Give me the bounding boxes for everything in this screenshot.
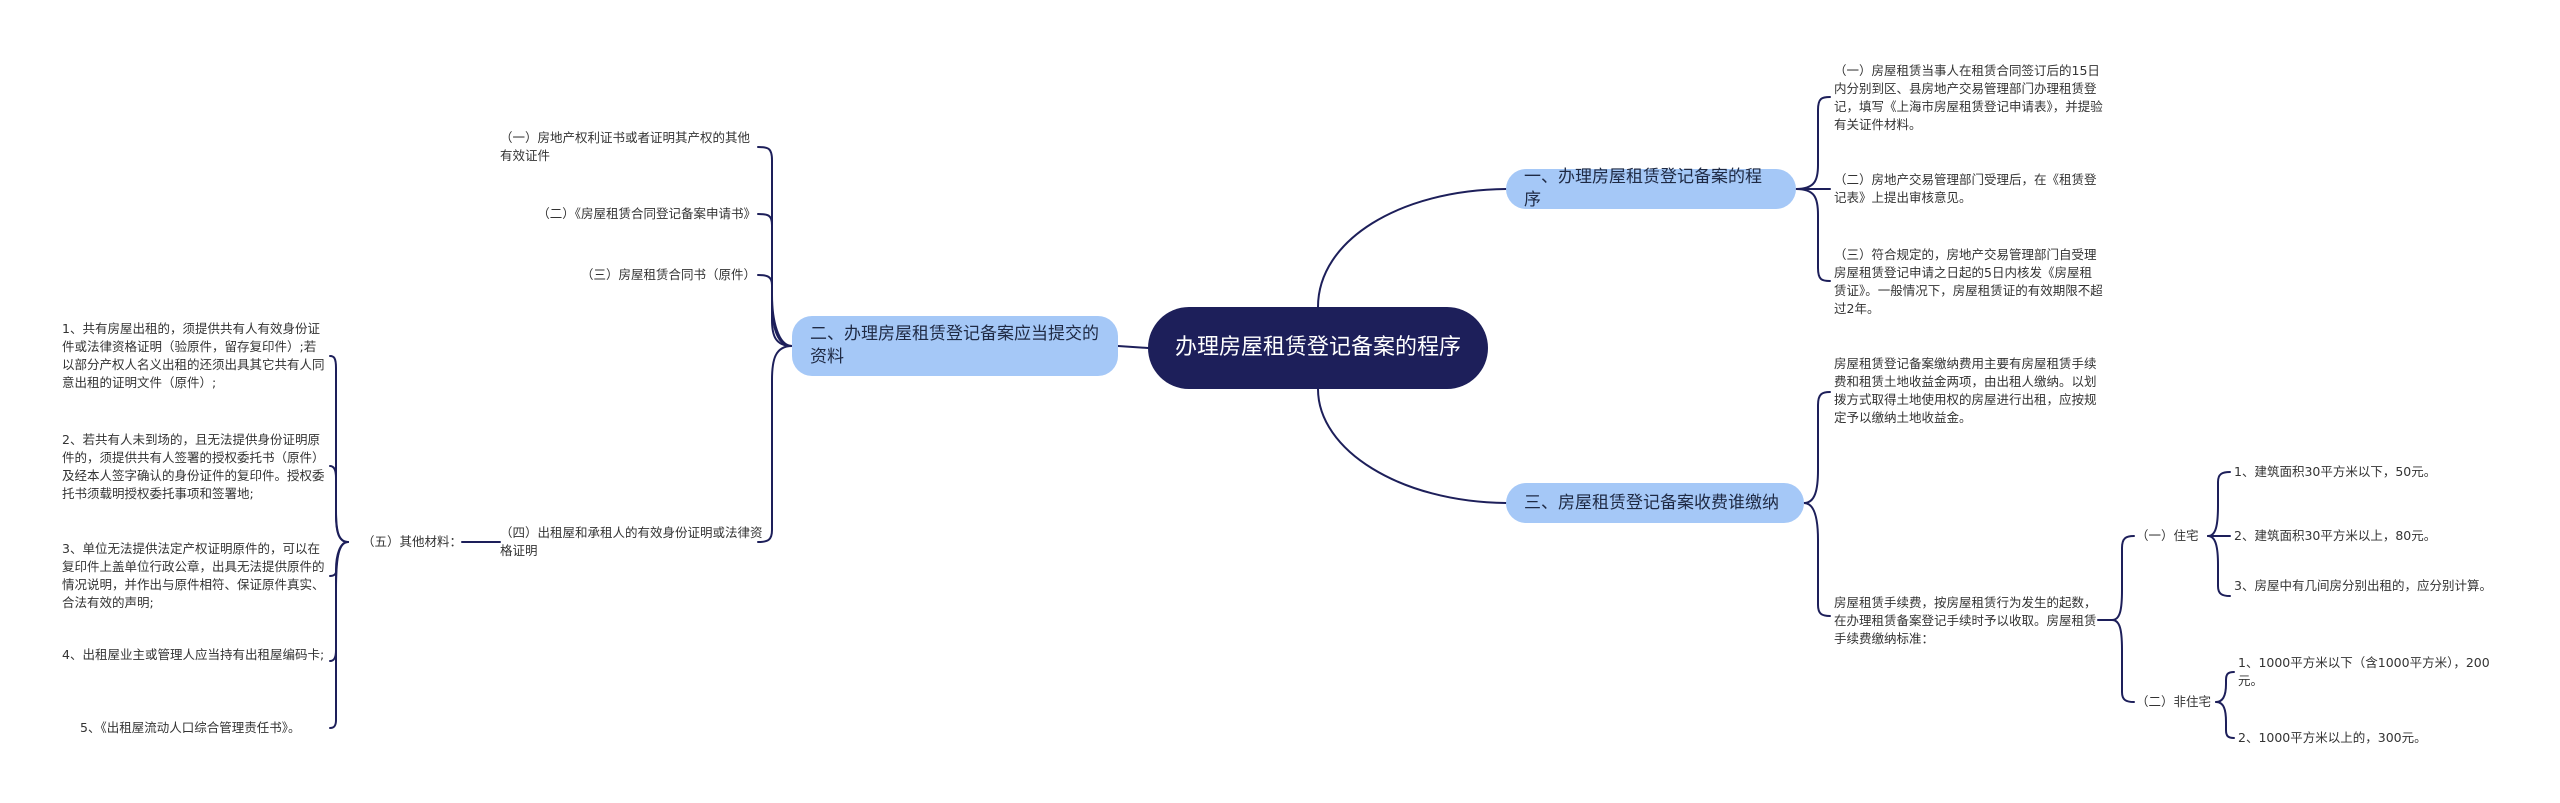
material-item-2: （二）《房屋租赁合同登记备案申请书》 bbox=[537, 206, 756, 221]
material-other-label: （五）其他材料： bbox=[362, 534, 463, 549]
other-item-2: 2、若共有人未到场的，且无法提供身份证明原件的，须提供共有人签署的授权委托书（原… bbox=[62, 432, 325, 501]
other-item-4: 4、出租屋业主或管理人应当持有出租屋编码卡; bbox=[62, 647, 325, 662]
other-item-5: 5、《出租屋流动人口综合管理责任书》。 bbox=[80, 720, 301, 735]
residential-item-2: 2、建筑面积30平方米以上，80元。 bbox=[2234, 528, 2437, 543]
other-item-3: 3、单位无法提供法定产权证明原件的，可以在复印件上盖单位行政公章，出具无法提供原… bbox=[62, 541, 325, 610]
fees-intro: 房屋租赁登记备案缴纳费用主要有房屋租赁手续费和租赁土地收益金两项，由出租人缴纳。… bbox=[1834, 356, 2097, 425]
material-item-3: （三）房屋租赁合同书（原件） bbox=[580, 267, 756, 282]
nonresidential-item-2: 2、1000平方米以上的，300元。 bbox=[2238, 730, 2427, 745]
procedure-item-1: （一）房屋租赁当事人在租赁合同签订后的15日内分别到区、县房地产交易管理部门办理… bbox=[1834, 63, 2103, 132]
nonresidential-label: （二）非住宅 bbox=[2136, 694, 2212, 709]
branch-materials[interactable]: 二、办理房屋租赁登记备案应当提交的资料 bbox=[792, 316, 1118, 376]
residential-item-3: 3、房屋中有几间房分别出租的，应分别计算。 bbox=[2234, 578, 2492, 593]
branch-procedure[interactable]: 一、办理房屋租赁登记备案的程序 bbox=[1506, 167, 1796, 210]
nonresidential-item-1: 1、1000平方米以下（含1000平方米），200元。 bbox=[2238, 655, 2490, 688]
branch-fees-label: 三、房屋租赁登记备案收费谁缴纳 bbox=[1524, 492, 1779, 513]
material-item-1: （一）房地产权利证书或者证明其产权的其他有效证件 bbox=[500, 130, 751, 163]
fees-handling: 房屋租赁手续费，按房屋租赁行为发生的起数，在办理租赁备案登记手续时予以收取。房屋… bbox=[1834, 595, 2097, 646]
branch-fees[interactable]: 三、房屋租赁登记备案收费谁缴纳 bbox=[1506, 483, 1804, 523]
procedure-item-2: （二）房地产交易管理部门受理后，在《租赁登记表》上提出审核意见。 bbox=[1834, 172, 2097, 205]
branch-materials-label: 二、办理房屋租赁登记备案应当提交的资料 bbox=[810, 324, 1099, 367]
root-title: 办理房屋租赁登记备案的程序 bbox=[1174, 335, 1461, 360]
root-node[interactable]: 办理房屋租赁登记备案的程序 bbox=[1148, 307, 1488, 389]
residential-item-1: 1、建筑面积30平方米以下，50元。 bbox=[2234, 464, 2437, 479]
other-item-1: 1、共有房屋出租的，须提供共有人有效身份证件或法律资格证明（验原件，留存复印件）… bbox=[62, 321, 325, 390]
procedure-item-3: （三）符合规定的，房地产交易管理部门自受理房屋租赁登记申请之日起的5日内核发《房… bbox=[1834, 247, 2103, 316]
residential-label: （一）住宅 bbox=[2136, 528, 2199, 543]
branch-procedure-label: 一、办理房屋租赁登记备案的程序 bbox=[1524, 167, 1762, 210]
material-item-4: （四）出租屋和承租人的有效身份证明或法律资格证明 bbox=[500, 525, 763, 558]
